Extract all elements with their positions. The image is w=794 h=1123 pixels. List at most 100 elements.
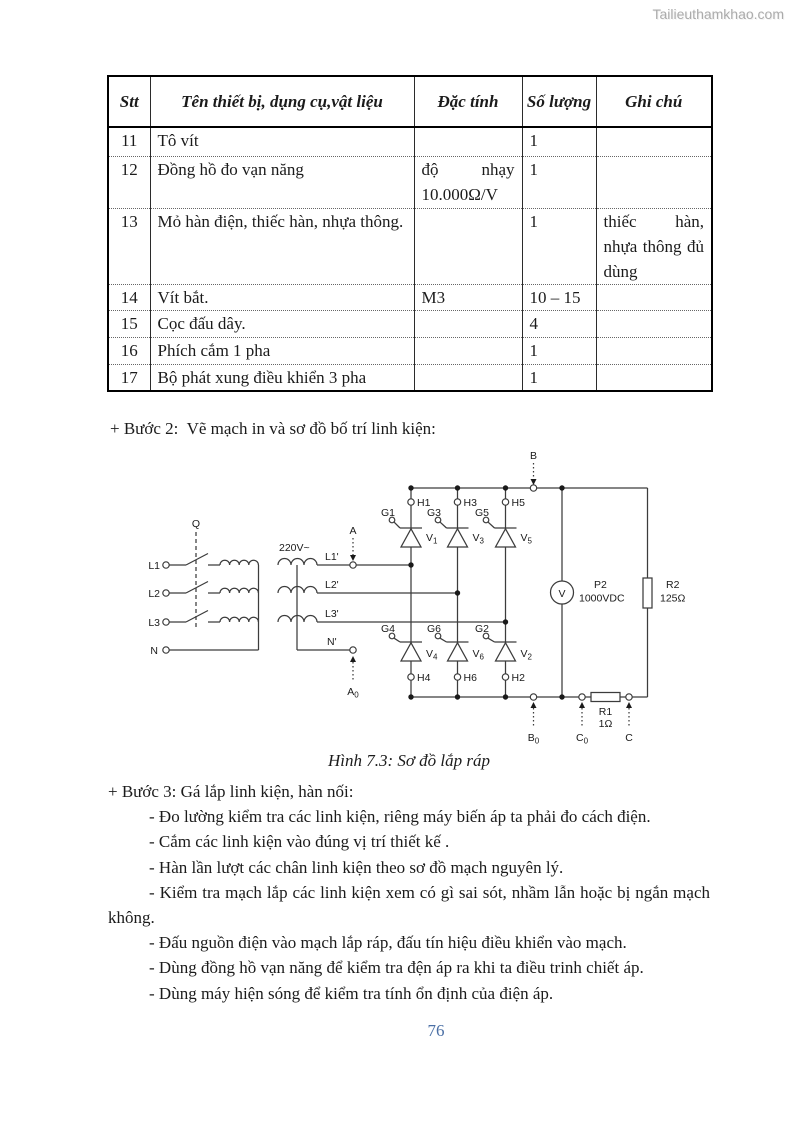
cell-spec xyxy=(413,207,522,284)
resistor-R1 xyxy=(590,691,621,703)
cell-note xyxy=(595,283,712,310)
cell-spec xyxy=(413,336,522,364)
label-G3: G3 xyxy=(427,507,441,519)
terminal-L3 xyxy=(162,618,170,626)
label-test-point-A: A xyxy=(349,525,356,537)
cell-stt: 14 xyxy=(108,283,150,310)
meter-r2-branches xyxy=(561,488,649,697)
arrowhead-B0 xyxy=(530,702,537,708)
step3-item: - Đo lường kiểm tra các linh kiện, riêng… xyxy=(149,807,651,827)
junction-dot xyxy=(408,562,414,568)
label-N: N xyxy=(150,645,158,657)
junction-dot xyxy=(502,619,509,625)
label-L3: L3 xyxy=(148,617,160,629)
step3-item: - Hàn lần lượt các chân linh kiện theo s… xyxy=(149,857,564,877)
assembly-schematic-svg: L1 L2 L3 N Q 220V~ L1' L2' L3' N' A A0 B… xyxy=(148,450,686,746)
label-P2: P2 xyxy=(594,579,607,591)
terminal-H4 xyxy=(407,673,415,681)
cell-note xyxy=(595,363,712,391)
step3-item: - Dùng máy hiện sóng để kiểm tra tính ổn… xyxy=(149,983,554,1003)
thyristor-V5 xyxy=(494,527,517,548)
cell-qty: 1 xyxy=(521,207,596,284)
cell-note xyxy=(595,155,712,208)
primary-coil xyxy=(219,587,260,594)
cell-qty: 10 – 15 xyxy=(521,283,596,310)
label-voltage: 220V~ xyxy=(279,542,310,554)
table-row: 16 Phích cắm 1 pha 1 xyxy=(108,336,712,364)
table-row: 13 Mỏ hàn điện, thiếc hàn, nhựa thông. 1… xyxy=(108,207,712,284)
terminal-G4 xyxy=(388,632,396,640)
cell-qty: 1 xyxy=(521,336,596,364)
label-test-point-B0: B0 xyxy=(528,732,540,746)
junction-dot xyxy=(454,485,461,491)
cell-note xyxy=(595,309,712,337)
cell-name: Cọc đấu dây. xyxy=(149,309,414,337)
cell-name: Phích cắm 1 pha xyxy=(149,336,414,364)
label-L2: L2 xyxy=(148,588,160,600)
page-number: 76 xyxy=(427,1021,445,1040)
voltmeter-icon xyxy=(549,580,575,605)
cell-stt: 11 xyxy=(121,131,138,150)
cell-stt: 15 xyxy=(108,309,150,337)
label-V1: V1 xyxy=(426,532,438,546)
figure-caption: Hình 7.3: Sơ đồ lắp ráp xyxy=(327,751,491,770)
watermark: Tailieuthamkhao.com xyxy=(652,6,784,22)
label-test-point-B: B xyxy=(530,450,537,462)
step3-item: - Đấu nguồn điện vào mạch lắp ráp, đấu t… xyxy=(149,933,627,953)
terminal-G5 xyxy=(482,516,490,524)
label-R2: R2 xyxy=(666,579,680,591)
cell-stt: 12 xyxy=(108,155,150,208)
cell-qty: 4 xyxy=(521,309,596,337)
label-H4: H4 xyxy=(417,672,431,684)
header-note: Ghi chú xyxy=(595,76,712,128)
cell-spec xyxy=(413,309,522,337)
label-H3: H3 xyxy=(464,497,478,509)
cell-qty: 1 xyxy=(521,127,596,156)
cell-qty: 1 xyxy=(521,363,596,391)
cell-name: Bộ phát xung điều khiển 3 pha xyxy=(149,363,414,391)
terminal-H1 xyxy=(407,498,415,506)
spec-value: 10.000Ω/V xyxy=(421,184,498,204)
cell-name: Tô vít xyxy=(149,127,414,156)
step3-section: + Bước 3: Gá lắp linh kiện, hàn nối: - Đ… xyxy=(108,779,710,1006)
thyristor-V3 xyxy=(446,527,469,548)
terminal-H6 xyxy=(453,673,462,681)
cell-name: Mỏ hàn điện, thiếc hàn, nhựa thông. xyxy=(149,207,414,284)
label-V2: V2 xyxy=(521,648,533,662)
label-V4: V4 xyxy=(426,648,438,662)
label-H1: H1 xyxy=(417,497,431,509)
label-G4: G4 xyxy=(381,623,395,635)
label-V5: V5 xyxy=(521,532,533,546)
junction-dot xyxy=(408,694,414,700)
cell-stt: 13 xyxy=(108,207,150,284)
junction-dot xyxy=(502,485,509,491)
cell-spec xyxy=(413,363,522,391)
junction-dot xyxy=(454,590,461,596)
terminal-A0 xyxy=(349,646,357,654)
label-R2-value: 125Ω xyxy=(660,593,686,605)
terminal-B xyxy=(529,484,538,492)
label-H2: H2 xyxy=(512,672,526,684)
arrowhead-C xyxy=(626,702,632,708)
terminal-H5 xyxy=(501,498,510,506)
label-test-point-C: C xyxy=(625,732,633,744)
terminal-A xyxy=(349,561,357,569)
arrowhead-A0 xyxy=(350,656,356,662)
arrowhead-B xyxy=(530,479,537,485)
header-qty: Số lượng xyxy=(521,76,596,128)
label-L3p: L3' xyxy=(325,608,339,620)
cell-qty: 1 xyxy=(521,155,596,208)
table-row: 17 Bộ phát xung điều khiển 3 pha 1 xyxy=(108,363,712,391)
step3-item: - Dùng đồng hồ vạn năng để kiểm tra đện … xyxy=(149,958,644,978)
terminal-H2 xyxy=(501,673,510,681)
label-V6: V6 xyxy=(473,648,485,662)
label-V3: V3 xyxy=(473,532,485,546)
arrowhead-A xyxy=(350,555,356,561)
terminal-G2 xyxy=(482,632,490,640)
line-L2 xyxy=(169,580,220,594)
table-row: 12 Đồng hồ đo vạn năng độ nhạy 10.000Ω/V… xyxy=(108,155,712,208)
secondary-star-bus xyxy=(296,565,350,651)
table-row: 11 Tô vít 1 xyxy=(108,127,712,156)
cell-stt: 17 xyxy=(108,363,150,391)
label-R1-value: 1Ω xyxy=(599,718,613,730)
